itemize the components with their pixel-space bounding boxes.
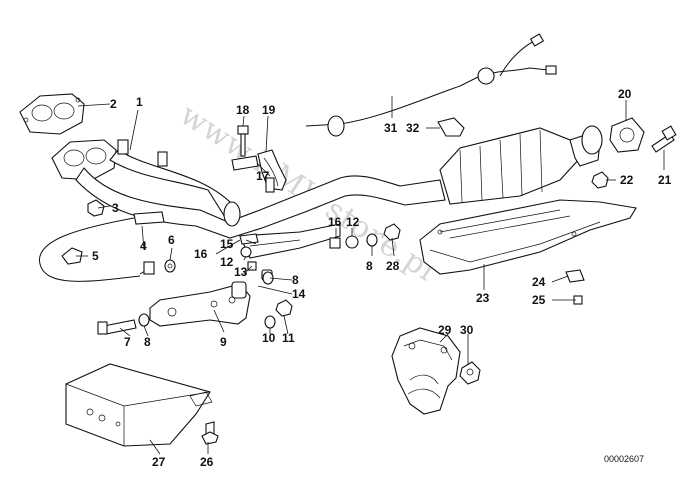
callout-2: 2 [110,97,117,111]
manifold-gasket-lower [51,139,117,181]
callout-8a: 8 [144,335,151,349]
callout-8c: 8 [366,259,373,273]
hanger-16 [329,237,341,249]
callout-29: 29 [438,323,452,337]
nut-11 [275,299,293,317]
clamp-15 [239,233,259,245]
callout-25: 25 [532,293,546,307]
bracket-9 [149,283,251,327]
callout-8b: 8 [292,273,299,287]
callout-15: 15 [220,237,234,251]
front-pipe [75,139,446,239]
callout-10: 10 [262,331,276,345]
callout-1: 1 [136,95,143,109]
bracket-upper [239,223,341,259]
clamp-17 [231,155,275,193]
washer-10 [264,315,276,329]
muffler-mount-29 [391,327,461,415]
manifold-gasket-upper [19,93,85,135]
callout-4: 4 [140,239,147,253]
callout-9: 9 [220,335,227,349]
callout-16b: 16 [328,215,342,229]
callout-18: 18 [236,103,250,117]
callout-16a: 16 [194,247,208,261]
callout-6: 6 [168,233,175,247]
callout-24: 24 [532,275,546,289]
callout-30: 30 [460,323,474,337]
washer-12b [345,235,359,249]
callout-28: 28 [386,259,400,273]
clamp-19 [257,149,287,191]
washer-8a [138,313,150,327]
callout-23: 23 [476,291,490,305]
callout-12b: 12 [346,215,360,229]
callout-13: 13 [234,265,248,279]
cable-clip-32 [437,117,465,137]
callout-12a: 12 [220,255,234,269]
washer-8c [366,233,378,247]
callout-17: 17 [256,169,270,183]
callout-21: 21 [658,173,672,187]
control-unit-27 [65,363,213,447]
clip-24 [565,269,585,283]
washer-12 [240,246,252,258]
leader-lines [76,96,665,455]
callout-5: 5 [92,249,99,263]
cable-clip-5 [61,247,83,265]
nut-28 [383,223,401,241]
callout-27: 27 [152,455,166,469]
callout-7: 7 [124,335,131,349]
callout-3: 3 [112,201,119,215]
catalytic-converter [439,125,603,205]
callout-20: 20 [618,87,632,101]
nut-22 [591,171,609,189]
oxygen-sensor [39,211,165,282]
flange-gasket [609,117,645,153]
callout-19: 19 [262,103,276,117]
reference-number: 00002607 [604,454,644,464]
bolt-21 [651,125,677,153]
cable-31 [305,33,557,137]
callout-11: 11 [282,331,295,345]
callout-labels: 1 2 3 4 5 6 7 8 9 10 11 12 13 14 15 16 1… [92,87,672,469]
callout-26: 26 [200,455,214,469]
heat-shield [419,199,637,275]
callout-31: 31 [384,121,398,135]
nut-30 [459,361,481,385]
callout-22: 22 [620,173,634,187]
callout-14: 14 [292,287,306,301]
bolt-7 [97,319,137,335]
screw-26 [201,421,219,445]
washer-6 [164,259,176,273]
nut-3 [87,199,105,217]
callout-32: 32 [406,121,420,135]
